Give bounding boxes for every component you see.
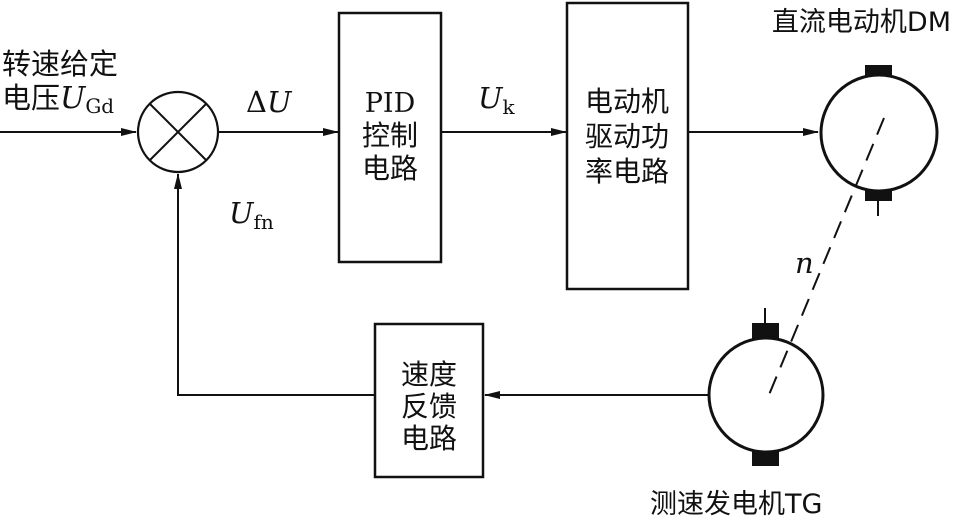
feedback-signal-label: Ufn xyxy=(229,196,274,234)
driver-block-line3: 率电路 xyxy=(585,155,669,188)
shaft-speed-label: n xyxy=(795,246,814,280)
feedback-block xyxy=(373,322,485,479)
driver-block-line1: 电动机 xyxy=(585,85,669,118)
input-label-line1: 转速给定 xyxy=(2,47,118,81)
pid-block xyxy=(337,11,443,264)
feedback-block-line2: 反馈 xyxy=(401,390,457,423)
driver-block xyxy=(565,1,690,291)
pid-block-line3: 电路 xyxy=(362,152,418,185)
summing-junction xyxy=(136,90,220,174)
pid-block-line2: 控制 xyxy=(362,119,418,152)
driver-block-line2: 驱动功 xyxy=(585,120,669,153)
tacho-generator-icon xyxy=(707,308,825,466)
dc-motor-icon xyxy=(819,65,939,216)
error-signal-label: ΔU xyxy=(246,85,293,119)
shaft-link xyxy=(765,117,885,403)
tacho-label: 测速发电机TG xyxy=(650,489,822,520)
feedback-block-line3: 电路 xyxy=(401,422,457,455)
dc-motor-label: 直流电动机DM xyxy=(772,7,951,38)
control-signal-label: Uk xyxy=(478,81,515,119)
input-label-line2: 电压UGd xyxy=(2,81,114,118)
feedback-block-line1: 速度 xyxy=(401,358,457,391)
pid-block-line1: PID xyxy=(365,88,415,119)
feedback-path xyxy=(174,173,375,396)
